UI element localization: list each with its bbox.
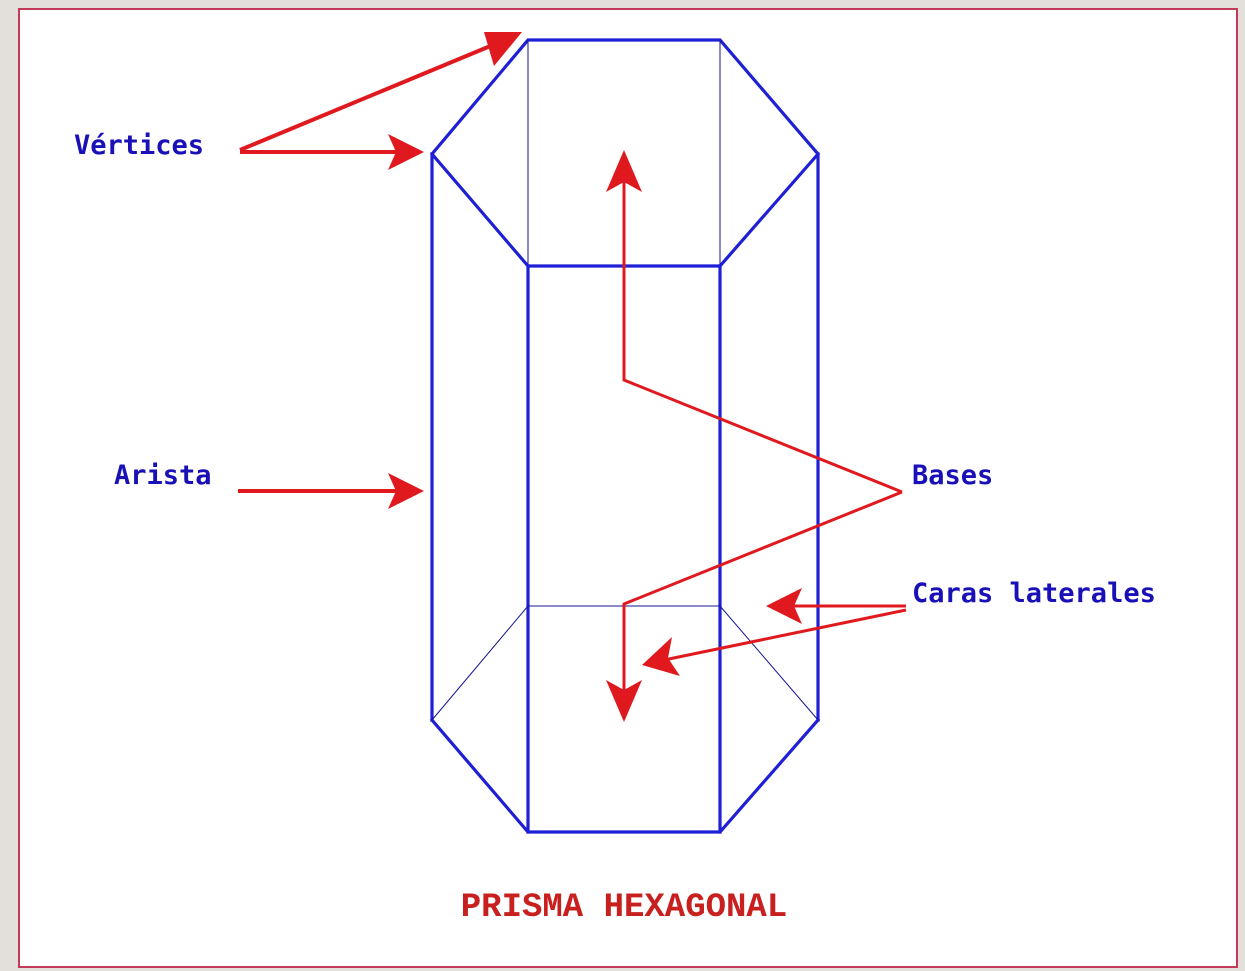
vertices-arrow-upper bbox=[239, 40, 501, 152]
vertices-arrowhead-upper bbox=[484, 32, 522, 66]
bottom-base-front-edges bbox=[429, 717, 821, 834]
bases-arrowhead-top bbox=[606, 150, 642, 192]
label-arista: Arista bbox=[114, 460, 212, 491]
label-caras-laterales: Caras laterales bbox=[912, 578, 1156, 609]
label-vertices: Vértices bbox=[74, 130, 204, 161]
caras-arrow-long bbox=[663, 608, 907, 662]
diagram-title: PRISMA HEXAGONAL bbox=[461, 889, 787, 927]
caras-arrowhead-long bbox=[642, 637, 680, 676]
label-bases: Bases bbox=[912, 460, 993, 491]
bases-arrowhead-bottom bbox=[606, 680, 642, 722]
vertices-arrowhead-lower bbox=[388, 134, 424, 170]
bases-arrow-bottom-path bbox=[622, 490, 903, 700]
arista-arrowhead bbox=[388, 473, 424, 509]
arrows bbox=[238, 32, 907, 722]
caras-arrowhead-short bbox=[766, 588, 802, 624]
bases-arrow-top-path bbox=[622, 172, 903, 494]
